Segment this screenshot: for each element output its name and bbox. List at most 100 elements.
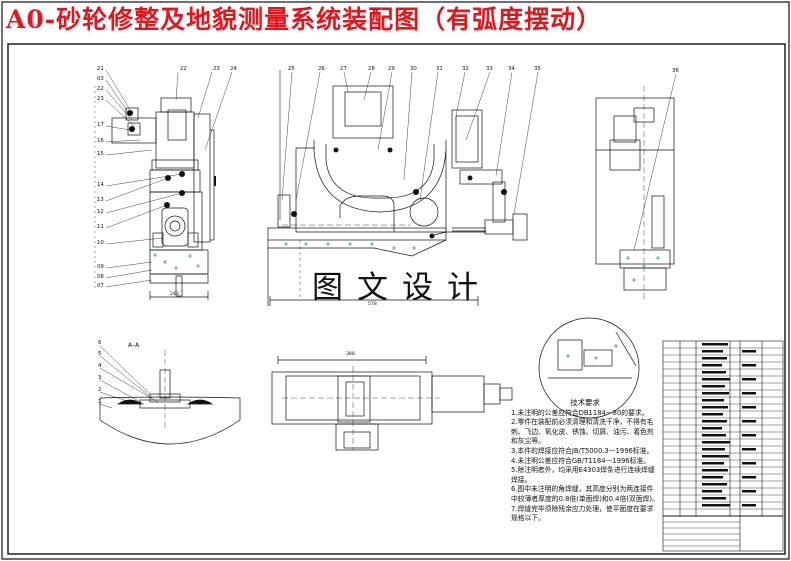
part-label: 29 xyxy=(388,66,395,72)
title-block-cell-text xyxy=(742,476,756,479)
part-label: 33 xyxy=(486,66,493,72)
plan-view xyxy=(271,356,513,451)
part-label: 07 xyxy=(97,283,104,289)
title-block-cell-text xyxy=(742,406,756,409)
section-view xyxy=(99,350,241,445)
part-label: 15 xyxy=(97,151,104,157)
title-block-rows xyxy=(663,347,783,547)
part-label: 31 xyxy=(436,66,443,72)
title-block-cell-text xyxy=(702,427,722,430)
middle-width-dimension: 578 xyxy=(368,302,377,307)
drawing-title: A0-砂轮修整及地貌测量系统装配图（有弧度摆动） xyxy=(6,5,603,34)
title-block-cell-text xyxy=(702,497,726,500)
title-block-text-blocks xyxy=(702,343,756,507)
right-view-hatch xyxy=(626,256,660,282)
part-label: 1 xyxy=(98,399,102,405)
part-label: 21 xyxy=(97,66,104,72)
title-block-cell-text xyxy=(702,483,727,486)
part-label: 4 xyxy=(98,363,102,369)
part-label: 22 xyxy=(97,86,104,92)
title-block-cell-text xyxy=(702,413,723,416)
part-label: 27 xyxy=(340,66,347,72)
part-label: 34 xyxy=(508,66,515,72)
title-block-cell-text xyxy=(702,392,729,395)
part-label: 22 xyxy=(180,66,187,72)
title-block-cell-text xyxy=(702,455,729,458)
front-view-hatch xyxy=(153,253,200,270)
title-block-cell-text xyxy=(702,350,723,353)
requirement-2: 2.零件在装配前必须清理和清洗干净，不得有毛刺、飞边、氧化皮、锈蚀、切屑、油污、… xyxy=(511,418,654,446)
requirement-4: 4.未注明公差应符合GB/T1184—1996标准。 xyxy=(511,456,651,465)
title-block-cell-text xyxy=(702,357,727,360)
part-label: 5 xyxy=(98,351,102,357)
title-block-cell-text xyxy=(742,364,756,367)
detail-view xyxy=(538,317,640,419)
section-label: A–A xyxy=(128,342,140,349)
title-block-cell-text xyxy=(702,448,725,451)
middle-view-hatch xyxy=(284,242,416,250)
title-block-cell-text xyxy=(702,420,727,423)
technical-requirements-heading: 技术要求 xyxy=(570,398,600,407)
technical-requirements: 技术要求 1.未注明的公差应符合DB1184—80的要求。 2.零件在装配前必须… xyxy=(511,398,659,524)
title-block-cell-text xyxy=(702,399,724,402)
title-block-cell-text xyxy=(742,504,756,507)
right-view xyxy=(595,86,675,300)
front-view xyxy=(94,86,216,300)
requirement-5: 5.除注明者外，均采用E4303焊条进行连续焊缝焊接。 xyxy=(511,466,655,484)
title-block-cell-text xyxy=(742,378,756,381)
title-block-cell-text xyxy=(702,504,730,507)
part-label: 17 xyxy=(97,122,104,128)
title-block-cell-text xyxy=(702,371,726,374)
title-block-cell-text xyxy=(702,490,722,493)
front-view-bolts xyxy=(127,110,185,208)
title-block-cell-text xyxy=(742,448,756,451)
part-label: 23 xyxy=(97,96,104,102)
title-block-cell-text xyxy=(742,490,756,493)
part-label: 2 xyxy=(98,387,102,393)
front-width-dimension: 243 xyxy=(170,292,179,297)
detail-view-hatch xyxy=(566,344,618,360)
title-block-cell-text xyxy=(742,462,756,465)
title-block-cell-text xyxy=(702,406,728,409)
front-view-leaders xyxy=(105,69,233,288)
title-block-cell-text xyxy=(742,392,756,395)
title-block-cell-text xyxy=(702,434,726,437)
part-label: 35 xyxy=(534,66,541,72)
part-label: 6 xyxy=(98,340,102,346)
requirement-3: 3.本件的焊接应符合JB/T5000.3—1996标准。 xyxy=(511,446,654,455)
requirement-7: 7.焊缝完毕须除残余应力处理，使平面度在要求规格以下。 xyxy=(511,504,654,523)
part-label: 25 xyxy=(288,66,295,72)
requirement-6: 6.图中未注明的角焊缝，其高度分别为两连接件中较薄者厚度的0.8倍(单面焊)和0… xyxy=(511,485,659,503)
title-block-cell-text xyxy=(742,350,756,353)
title-block-cell-text xyxy=(702,385,725,388)
plan-width-dimension: 388 xyxy=(346,352,355,357)
title-block-cell-text xyxy=(702,364,722,367)
title-block-cell-text xyxy=(702,469,728,472)
title-block-cell-text xyxy=(742,420,756,423)
part-label: 16 xyxy=(97,138,104,144)
section-view-leaders xyxy=(99,345,159,409)
middle-view-leaders xyxy=(281,71,539,215)
part-label: 30 xyxy=(410,66,417,72)
watermark: 图文设计 xyxy=(312,270,492,306)
middle-view-bolts xyxy=(291,147,507,239)
part-label: 23 xyxy=(213,66,220,72)
middle-view xyxy=(267,70,528,306)
title-block-cell-text xyxy=(702,462,724,465)
part-label: 11 xyxy=(97,224,104,230)
part-label: 09 xyxy=(97,264,104,270)
part-label: 12 xyxy=(97,209,104,215)
title-block-cell-text xyxy=(702,441,730,444)
right-view-leaders xyxy=(633,73,677,251)
title-block-cell-text xyxy=(702,378,730,381)
part-label: 28 xyxy=(368,66,375,72)
part-label: 14 xyxy=(97,182,104,188)
part-label: 03 xyxy=(97,76,104,82)
part-label: 10 xyxy=(97,240,104,246)
part-label: 24 xyxy=(230,66,237,72)
part-label: 36 xyxy=(672,68,679,74)
part-label: 13 xyxy=(97,197,104,203)
